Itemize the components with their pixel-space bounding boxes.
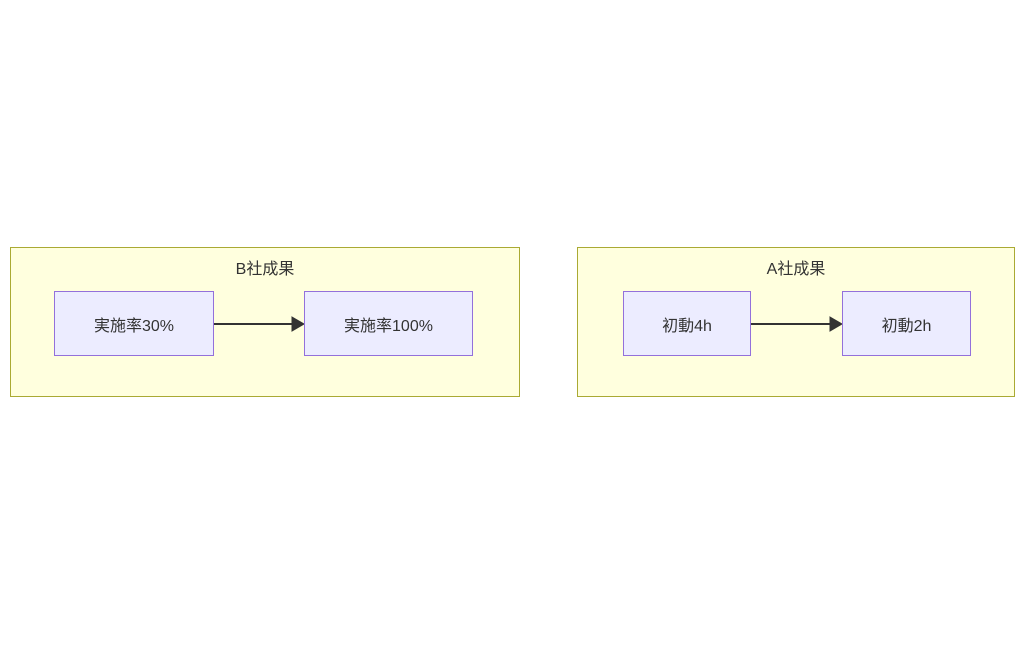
cluster-b-company: B社成果 実施率30% 実施率100%	[10, 247, 520, 397]
node-a-before: 初動4h	[623, 291, 751, 356]
cluster-a-company: A社成果 初動4h 初動2h	[577, 247, 1015, 397]
node-b-before: 実施率30%	[54, 291, 214, 356]
node-a-after: 初動2h	[842, 291, 971, 356]
arrow-a-icon	[751, 316, 843, 332]
node-b-after: 実施率100%	[304, 291, 473, 356]
cluster-a-title: A社成果	[766, 261, 826, 278]
cluster-b-title: B社成果	[235, 261, 295, 278]
arrow-b-icon	[214, 316, 305, 332]
